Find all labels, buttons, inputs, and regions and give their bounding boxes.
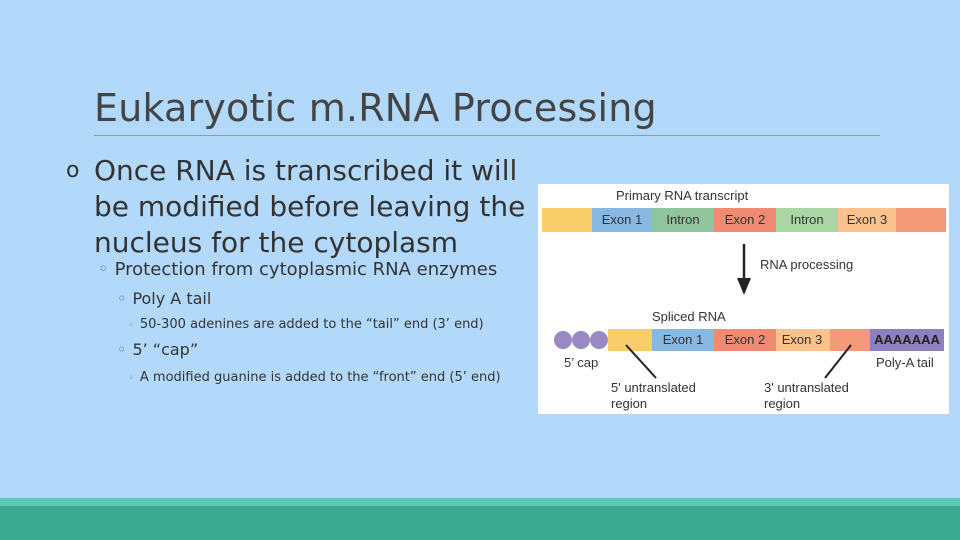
bullet-level2: ◦Protection from cytoplasmic RNA enzymes — [98, 259, 497, 280]
polya-tail-label: Poly-A tail — [876, 355, 934, 370]
title-divider — [94, 135, 880, 136]
bullet-level3-polya: ◦ Poly A tail — [117, 289, 211, 308]
rna-processing-label: RNA processing — [760, 257, 853, 272]
primary-intron1-segment — [652, 208, 714, 232]
cap-label: 5’ cap — [564, 355, 598, 370]
spliced-exon1-segment — [652, 329, 714, 351]
primary-intron1-text: Intron — [666, 212, 699, 227]
mrna-processing-diagram: Primary RNA transcript Exon 1 Intron Exo… — [538, 184, 949, 414]
primary-exon2-segment — [714, 208, 776, 232]
primary-exon1-text: Exon 1 — [602, 212, 642, 227]
bullet-marker: ◦ — [128, 373, 134, 384]
bullet-marker: ◦ — [117, 340, 127, 359]
bullet-level4-text: A modified guanine is added to the “fron… — [139, 370, 501, 385]
primary-3utr-segment — [896, 208, 946, 232]
bullet-marker: ◦ — [128, 320, 134, 331]
spliced-exon3-segment — [776, 329, 830, 351]
utr5-label-line1: 5' untranslated — [611, 380, 696, 395]
utr5-label-line2: region — [611, 396, 647, 411]
footer-band-dark — [0, 506, 960, 540]
bullet-level3-text: 5’ “cap” — [132, 340, 199, 359]
utr3-pointer-line — [824, 344, 852, 379]
footer-band-light — [0, 498, 960, 506]
primary-exon2-text: Exon 2 — [725, 212, 765, 227]
spliced-exon2-text: Exon 2 — [725, 332, 765, 347]
bullet-level4-cap: ◦ A modified guanine is added to the “fro… — [128, 368, 528, 388]
utr5-pointer-line — [625, 344, 657, 379]
bullet-level2-text: Protection from cytoplasmic RNA enzymes — [114, 259, 498, 280]
primary-exon3-text: Exon 3 — [847, 212, 887, 227]
spliced-exon1-text: Exon 1 — [663, 332, 703, 347]
bullet-level1: o Once RNA is transcribed it will be mod… — [66, 150, 536, 261]
primary-5utr-segment — [542, 208, 592, 232]
spliced-exon2-segment — [714, 329, 776, 351]
primary-exon3-segment — [838, 208, 896, 232]
bullet-level3-text: Poly A tail — [132, 289, 212, 308]
primary-exon1-segment — [592, 208, 652, 232]
cap-bead-3 — [590, 331, 608, 349]
spliced-5utr-segment — [608, 329, 652, 351]
polya-tail-segment — [870, 329, 944, 351]
bullet-marker: o — [66, 158, 80, 183]
cap-bead-1 — [554, 331, 572, 349]
primary-intron2-text: Intron — [790, 212, 823, 227]
bullet-level4-polya: ◦ 50-300 adenines are added to the “tail”… — [128, 317, 484, 332]
utr3-label-line2: region — [764, 396, 800, 411]
bullet-level3-cap: ◦ 5’ “cap” — [117, 340, 198, 359]
polya-sequence-text: AAAAAAA — [874, 332, 940, 347]
bullet-marker: ◦ — [117, 289, 127, 308]
processing-arrow-head — [737, 278, 751, 295]
utr3-label-line1: 3' untranslated — [764, 380, 849, 395]
primary-intron2-segment — [776, 208, 838, 232]
primary-transcript-label: Primary RNA transcript — [616, 188, 749, 203]
cap-bead-2 — [572, 331, 590, 349]
slide-title: Eukaryotic m.RNA Processing — [94, 86, 657, 130]
bullet-level4-text: 50-300 adenines are added to the “tail” … — [139, 317, 484, 332]
spliced-3utr-segment — [830, 329, 870, 351]
bullet-level1-text: Once RNA is transcribed it will be modif… — [94, 154, 526, 259]
spliced-exon3-text: Exon 3 — [782, 332, 822, 347]
bullet-marker: ◦ — [98, 259, 109, 280]
spliced-rna-label: Spliced RNA — [652, 309, 726, 324]
